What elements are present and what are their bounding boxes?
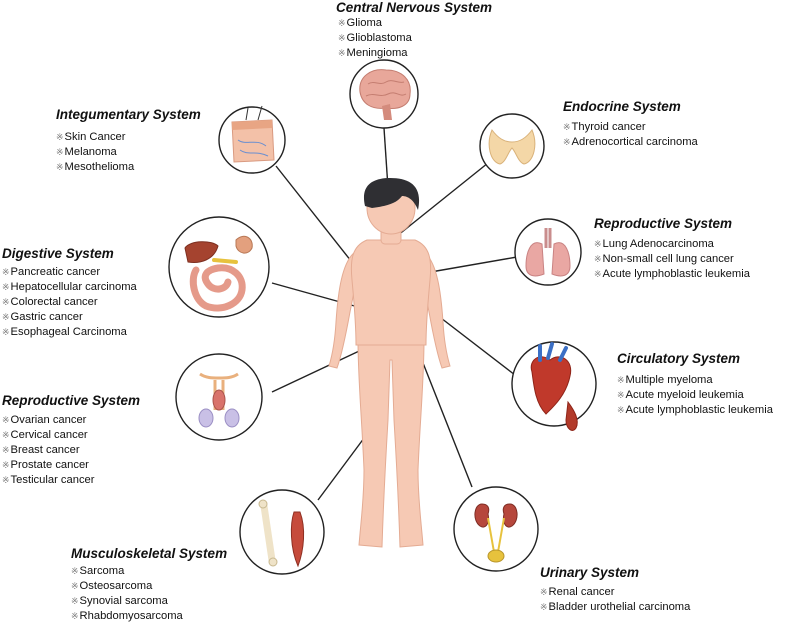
reproductive-title: Reproductive System (2, 393, 141, 408)
brain-icon (349, 59, 419, 129)
list-item: ※Skin Cancer (56, 131, 126, 143)
list-item: ※Rhabdomyosarcoma (71, 610, 183, 622)
endocrine-list: ※Thyroid cancer ※Adrenocortical carcinom… (563, 120, 698, 150)
digestive-list: ※Pancreatic cancer ※Hepatocellular carci… (2, 265, 137, 340)
list-item: ※Osteosarcoma (71, 580, 153, 592)
digestive-icon (168, 216, 270, 318)
child-figure (328, 181, 451, 548)
list-item: ※Glioma (338, 17, 382, 29)
cns-list: ※Glioma ※Glioblastoma ※Meningioma (338, 16, 412, 61)
digestive-title: Digestive System (2, 246, 114, 261)
respiratory-title: Reproductive System (594, 216, 733, 231)
connector-reproductive (271, 344, 373, 393)
urinary-title: Urinary System (540, 565, 640, 580)
list-item: ※Acute myeloid leukemia (617, 389, 744, 401)
list-item: ※Pancreatic cancer (2, 266, 101, 278)
reproductive-list: ※Ovarian cancer ※Cervical cancer ※Breast… (2, 413, 95, 488)
figure-arm-left (328, 251, 357, 369)
musculoskeletal-title: Musculoskeletal System (71, 546, 228, 561)
list-item: ※Lung Adenocarcinoma (594, 238, 714, 250)
lungs-icon (514, 218, 582, 286)
kidney-icon (453, 486, 539, 572)
list-item: ※Non-small cell lung cancer (594, 253, 734, 265)
list-item: ※Glioblastoma (338, 32, 412, 44)
connector-endocrine (391, 162, 489, 241)
list-item: ※Bladder urothelial carcinoma (540, 601, 691, 613)
list-item: ※Hepatocellular carcinoma (2, 281, 137, 293)
endocrine-title: Endocrine System (563, 99, 681, 114)
list-item: ※Renal cancer (540, 586, 615, 598)
list-item: ※Prostate cancer (2, 459, 89, 471)
heart-icon (511, 341, 597, 431)
figure-torso (350, 239, 432, 346)
musculoskeletal-list: ※Sarcoma ※Osteosarcoma ※Synovial sarcoma… (71, 564, 183, 624)
figure-legs (357, 339, 425, 548)
list-item: ※Acute lymphoblastic leukemia (617, 404, 773, 416)
list-item: ※Meningioma (338, 47, 408, 59)
list-item: ※Sarcoma (71, 565, 125, 577)
list-item: ※Cervical cancer (2, 429, 88, 441)
respiratory-list: ※Lung Adenocarcinoma ※Non-small cell lun… (594, 237, 750, 282)
list-item: ※Gastric cancer (2, 311, 83, 323)
list-item: ※Testicular cancer (2, 474, 95, 486)
list-item: ※Synovial sarcoma (71, 595, 168, 607)
list-item: ※Esophageal Carcinoma (2, 326, 127, 338)
list-item: ※Thyroid cancer (563, 121, 646, 133)
connector-integumentary (275, 165, 356, 267)
list-item: ※Acute lymphoblastic leukemia (594, 268, 750, 280)
list-item: ※Mesothelioma (56, 161, 135, 173)
integumentary-title: Integumentary System (56, 107, 201, 122)
connector-cns (383, 127, 389, 189)
list-item: ※Breast cancer (2, 444, 80, 456)
list-item: ※Multiple myeloma (617, 374, 713, 386)
list-item: ※Adrenocortical carcinoma (563, 136, 698, 148)
reproductive-icon (175, 353, 263, 441)
urinary-list: ※Renal cancer ※Bladder urothelial carcin… (540, 585, 690, 615)
circulatory-list: ※Multiple myeloma ※Acute myeloid leukemi… (617, 373, 773, 418)
figure-hair (363, 178, 420, 210)
list-item: ※Melanoma (56, 146, 117, 158)
bone-muscle-icon (239, 489, 325, 575)
cns-title: Central Nervous System (336, 0, 493, 15)
circulatory-title: Circulatory System (617, 351, 741, 366)
list-item: ※Ovarian cancer (2, 414, 87, 426)
integumentary-list: ※Skin Cancer ※Melanoma ※Mesothelioma (56, 130, 134, 175)
list-item: ※Colorectal cancer (2, 296, 98, 308)
thyroid-icon (479, 113, 545, 179)
skin-icon (218, 105, 286, 174)
